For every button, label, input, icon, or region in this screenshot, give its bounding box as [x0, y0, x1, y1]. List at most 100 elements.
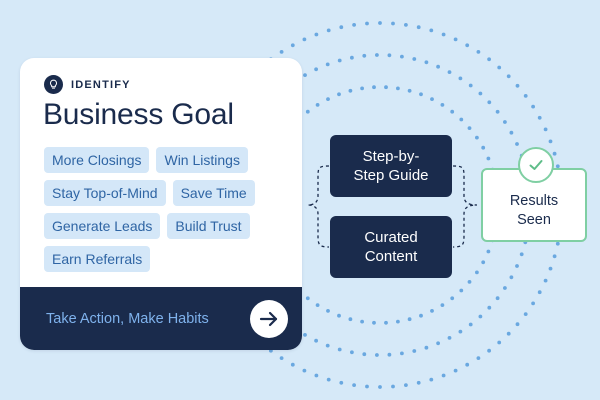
orbit-dot	[337, 313, 341, 318]
orbit-dot	[365, 21, 369, 26]
card-title: Business Goal	[43, 98, 234, 131]
orbit-dot	[424, 345, 429, 350]
card-footer: Take Action, Make Habits	[20, 287, 302, 350]
goal-chip: Save Time	[172, 180, 255, 206]
orbit-dot	[497, 65, 502, 70]
orbit-dot	[400, 351, 404, 356]
goal-chip: Earn Referrals	[44, 246, 151, 272]
orbit-dot	[487, 305, 492, 310]
orbit-dot	[337, 58, 342, 63]
orbit-dot	[476, 356, 481, 360]
orbit-dot	[523, 94, 528, 98]
orbit-dot	[400, 54, 404, 59]
orbit-dot	[436, 64, 440, 69]
orbit-dot	[486, 249, 491, 254]
orbit-dot	[475, 135, 479, 140]
orbit-dot	[430, 97, 434, 101]
orbit-dot	[515, 322, 520, 327]
orbit-dot	[555, 241, 560, 246]
orbit-dot	[453, 37, 458, 42]
orbit-dot	[384, 320, 388, 325]
curated-line2: Content	[364, 248, 418, 265]
orbit-dot	[441, 32, 446, 37]
orbit-dot	[450, 109, 455, 114]
orbit-dot	[475, 270, 479, 275]
orbit-dot	[458, 329, 463, 334]
orbit-dot	[326, 97, 330, 101]
orbit-dot	[478, 91, 483, 96]
orbit-dot	[459, 288, 464, 293]
orbit-dot	[552, 151, 557, 156]
orbit-dot	[404, 383, 408, 387]
arrow-right-button[interactable]	[250, 299, 288, 338]
orbit-dot	[279, 356, 284, 360]
orbit-dot	[503, 120, 507, 124]
orbit-dot	[519, 252, 524, 257]
orbit-dot	[441, 373, 446, 378]
orbit-dot	[429, 28, 434, 33]
orbit-dot	[467, 280, 472, 284]
orbit-dot	[396, 319, 400, 324]
orbit-dot	[515, 264, 519, 268]
orbit-dot	[372, 320, 376, 325]
orbit-dot	[391, 21, 395, 26]
orbit-dot	[523, 312, 528, 316]
orbit-dot	[315, 103, 320, 107]
eyebrow-label: IDENTIFY	[71, 78, 131, 91]
goal-chip: Stay Top-of-Mind	[44, 180, 166, 206]
orbit-dot	[487, 100, 492, 105]
orbit-dot	[459, 117, 464, 122]
orbit-dot	[515, 83, 520, 88]
orbit-dot	[326, 309, 330, 313]
orbit-dot	[325, 62, 330, 67]
orbit-dot	[362, 53, 367, 58]
orbit-dot	[325, 343, 330, 348]
goal-chip: Build Trust	[167, 213, 250, 239]
orbit-dot	[378, 385, 382, 389]
orbit-dot	[404, 23, 408, 27]
orbit-dot	[447, 336, 452, 340]
orbit-dot	[509, 275, 514, 280]
identify-eyebrow: IDENTIFY	[44, 75, 131, 94]
orbit-dot	[555, 164, 560, 169]
curated-content-box: Curated Content	[330, 216, 452, 278]
orbit-dot	[468, 83, 473, 88]
orbit-dot	[430, 309, 434, 313]
orbit-dot	[339, 380, 344, 385]
orbit-dot	[384, 85, 388, 90]
orbit-dot	[412, 57, 417, 61]
orbit-dot	[416, 380, 421, 385]
orbit-dot	[305, 109, 310, 114]
orbit-dot	[314, 67, 318, 72]
results-label: Results Seen	[483, 192, 585, 230]
orbit-dot	[453, 368, 458, 373]
orbit-dot	[303, 333, 307, 337]
orbit-dot	[391, 384, 395, 389]
orbit-dot	[305, 296, 310, 301]
goal-chip-list: More Closings Win Listings Stay Top-of-M…	[44, 147, 294, 272]
orbit-dot	[515, 142, 519, 146]
orbit-dot	[537, 115, 542, 120]
orbit-dot	[548, 139, 553, 144]
orbit-dot	[362, 352, 367, 357]
orbit-dot	[326, 377, 331, 382]
arrow-right-icon	[259, 311, 278, 326]
orbit-dot	[465, 362, 470, 367]
orbit-dot	[419, 313, 423, 318]
orbit-dot	[326, 28, 331, 33]
orbit-dot	[360, 319, 364, 324]
curated-line1: Curated	[364, 229, 418, 246]
orbit-dot	[458, 76, 463, 81]
orbit-dot	[476, 50, 481, 54]
orbit-dot	[407, 88, 412, 93]
orbit-dot	[424, 60, 429, 65]
orbit-dot	[465, 43, 470, 48]
orbit-dot	[337, 92, 341, 97]
orbit-dot	[497, 340, 502, 345]
orbit-dot	[416, 25, 421, 30]
checkmark-icon	[529, 160, 543, 170]
orbit-dot	[543, 278, 548, 283]
step-guide-line2: Step Guide	[353, 167, 429, 184]
orbit-dot	[337, 347, 342, 352]
orbit-dot	[350, 55, 354, 60]
